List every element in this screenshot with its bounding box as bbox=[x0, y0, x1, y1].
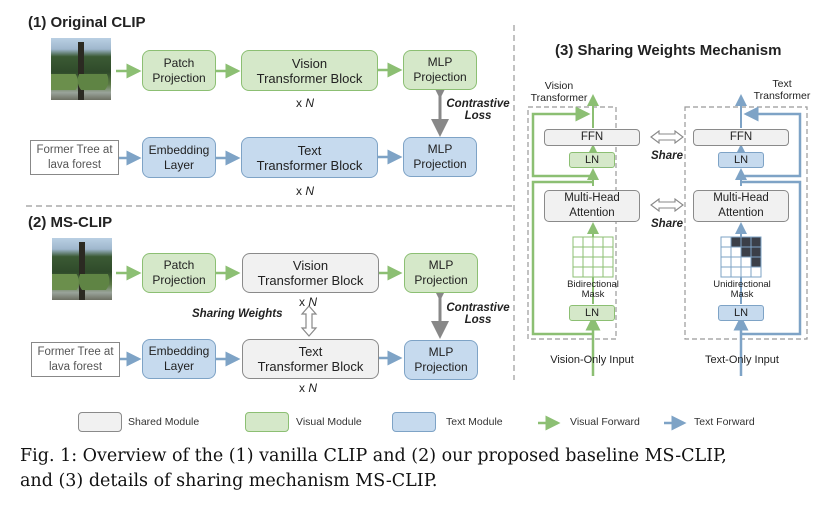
p1-embedding-layer: Embedding Layer bbox=[142, 137, 216, 178]
legend-shared-swatch bbox=[78, 412, 122, 432]
p2-contrastive-loss-label: Contrastive Loss bbox=[446, 302, 510, 326]
mask-cell bbox=[740, 246, 752, 258]
p2-text-input: Former Tree at lava forest bbox=[31, 342, 120, 377]
legend-text-label: Text Module bbox=[446, 416, 503, 428]
p2-text-mlp-projection: MLP Projection bbox=[404, 340, 478, 380]
share-ffn-double-arrow bbox=[650, 129, 684, 145]
text-only-input-label: Text-Only Input bbox=[705, 354, 779, 366]
p2-vision-transformer-block-shared: Vision Transformer Block bbox=[242, 253, 379, 293]
mask-cell bbox=[750, 246, 762, 258]
p2-text-repeat: x N bbox=[299, 381, 318, 395]
p1-text-transformer-block: Text Transformer Block bbox=[241, 137, 378, 178]
mask-cell bbox=[592, 256, 604, 268]
panel2-title: (2) MS-CLIP bbox=[28, 214, 113, 231]
bidirectional-mask-label: Bidirectional Mask bbox=[567, 279, 619, 300]
legend-visual-swatch bbox=[245, 412, 289, 432]
text-multi-head-attention: Multi-Head Attention bbox=[693, 190, 789, 222]
mask-cell bbox=[582, 246, 594, 258]
mask-cell bbox=[582, 266, 594, 278]
vision-transformer-label: Vision Transformer bbox=[530, 80, 588, 104]
input-image bbox=[51, 38, 111, 100]
share-mha-double-arrow bbox=[650, 197, 684, 213]
p2-patch-projection: Patch Projection bbox=[142, 253, 216, 293]
mask-cell bbox=[720, 266, 732, 278]
legend-text-forward-label: Text Forward bbox=[694, 416, 755, 428]
text-ln-top: LN bbox=[718, 152, 764, 168]
mask-cell bbox=[572, 236, 584, 248]
bidirectional-mask-grid bbox=[572, 236, 614, 278]
text-ln-bottom: LN bbox=[718, 305, 764, 321]
mask-cell bbox=[750, 266, 762, 278]
legend-shared-label: Shared Module bbox=[128, 416, 200, 428]
mask-cell bbox=[730, 256, 742, 268]
mask-cell bbox=[592, 246, 604, 258]
mask-cell bbox=[602, 236, 614, 248]
mask-cell bbox=[740, 256, 752, 268]
legend-visual-label: Visual Module bbox=[296, 416, 362, 428]
mask-cell bbox=[582, 256, 594, 268]
panel3-title: (3) Sharing Weights Mechanism bbox=[555, 42, 782, 59]
vision-multi-head-attention: Multi-Head Attention bbox=[544, 190, 640, 222]
p2-vision-mlp-projection: MLP Projection bbox=[404, 253, 478, 293]
text-transformer-label: Text Transformer bbox=[753, 78, 811, 102]
mask-cell bbox=[750, 256, 762, 268]
p1-text-repeat: x N bbox=[296, 184, 315, 198]
text-ffn: FFN bbox=[693, 129, 789, 146]
share-ffn-label: Share bbox=[651, 150, 683, 162]
p1-vision-transformer-block: Vision Transformer Block bbox=[241, 50, 378, 91]
mask-cell bbox=[582, 236, 594, 248]
figure-caption-line1: Fig. 1: Overview of the (1) vanilla CLIP… bbox=[20, 446, 727, 466]
mask-cell bbox=[750, 236, 762, 248]
p1-patch-projection: Patch Projection bbox=[142, 50, 216, 91]
p2-sharing-double-arrow bbox=[300, 305, 318, 337]
mask-cell bbox=[602, 266, 614, 278]
p2-text-transformer-block-shared: Text Transformer Block bbox=[242, 339, 379, 379]
mask-cell bbox=[572, 246, 584, 258]
mask-cell bbox=[572, 266, 584, 278]
mask-cell bbox=[720, 256, 732, 268]
p1-text-mlp-projection: MLP Projection bbox=[403, 137, 477, 177]
input-image bbox=[52, 238, 112, 300]
vision-ln-bottom: LN bbox=[569, 305, 615, 321]
p1-vision-mlp-projection: MLP Projection bbox=[403, 50, 477, 90]
legend-visual-forward-label: Visual Forward bbox=[570, 416, 640, 428]
vision-only-input-label: Vision-Only Input bbox=[550, 354, 634, 366]
vision-ln-top: LN bbox=[569, 152, 615, 168]
mask-cell bbox=[720, 246, 732, 258]
unidirectional-mask-label: Unidirectional Mask bbox=[713, 279, 771, 300]
p2-embedding-layer: Embedding Layer bbox=[142, 339, 216, 379]
panel1-title: (1) Original CLIP bbox=[28, 14, 146, 31]
mask-cell bbox=[572, 256, 584, 268]
p1-contrastive-loss-label: Contrastive Loss bbox=[446, 98, 510, 122]
mask-cell bbox=[720, 236, 732, 248]
p2-sharing-weights-label: Sharing Weights bbox=[192, 308, 283, 320]
mask-cell bbox=[602, 256, 614, 268]
p1-vision-repeat: x N bbox=[296, 96, 315, 110]
p2-vision-repeat: x N bbox=[299, 295, 318, 309]
mask-cell bbox=[602, 246, 614, 258]
share-mha-label: Share bbox=[651, 218, 683, 230]
vision-ffn: FFN bbox=[544, 129, 640, 146]
legend-text-swatch bbox=[392, 412, 436, 432]
mask-cell bbox=[740, 236, 752, 248]
p1-text-input: Former Tree at lava forest bbox=[30, 140, 119, 175]
mask-cell bbox=[730, 266, 742, 278]
unidirectional-mask-grid bbox=[720, 236, 762, 278]
figure-caption-line2: and (3) details of sharing mechanism MS-… bbox=[20, 471, 438, 491]
mask-cell bbox=[730, 236, 742, 248]
mask-cell bbox=[730, 246, 742, 258]
mask-cell bbox=[740, 266, 752, 278]
mask-cell bbox=[592, 266, 604, 278]
mask-cell bbox=[592, 236, 604, 248]
